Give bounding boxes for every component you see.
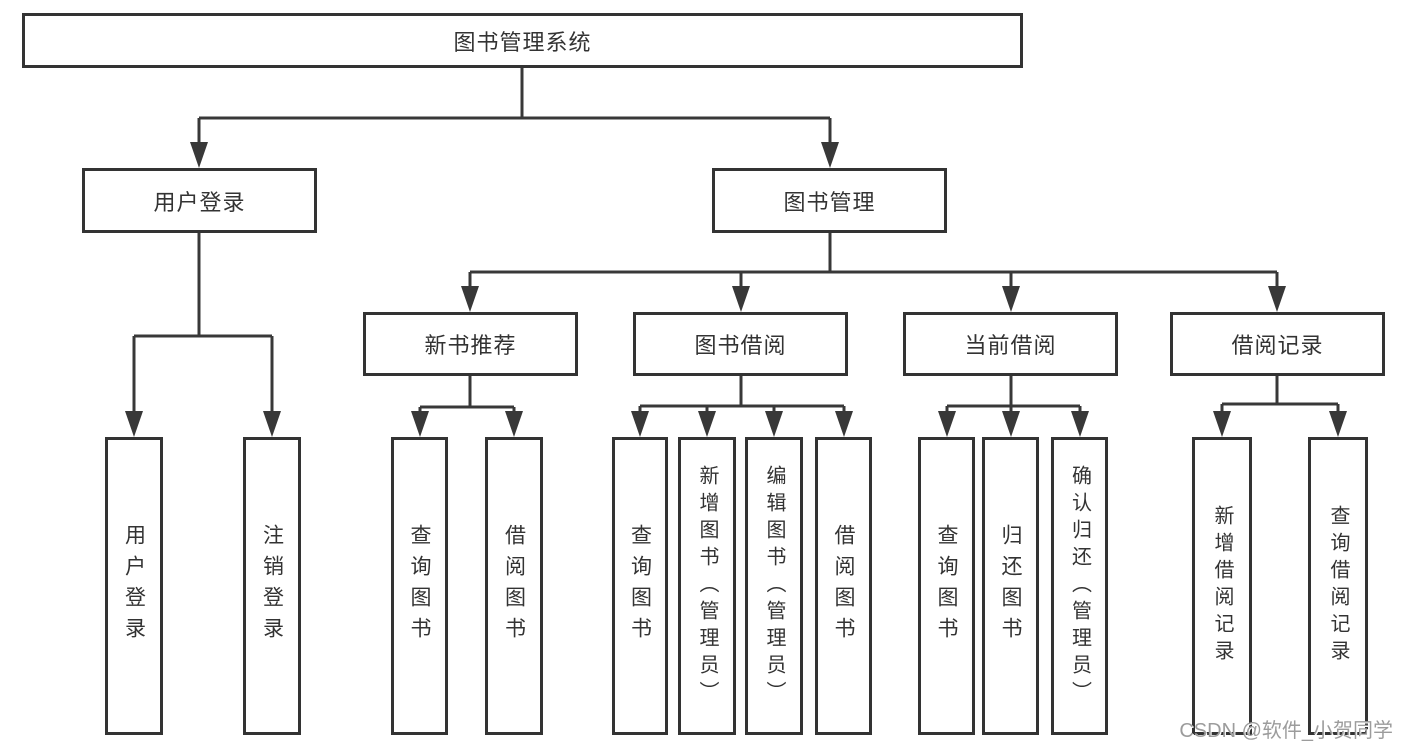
leaf-label: 新增借阅记录: [1211, 505, 1233, 667]
node-label: 新书推荐: [424, 333, 517, 358]
leaf-label: 借阅图书: [832, 524, 855, 648]
node-book-borrow: 图书借阅: [633, 312, 848, 376]
leaf-label: 归还图书: [999, 524, 1022, 648]
node-label: 用户登录: [153, 189, 246, 215]
leaf-label: 查询图书: [935, 524, 958, 648]
leaf-query-borrow-record: 查询借阅记录: [1308, 437, 1368, 735]
leaf-label: 查询图书: [628, 524, 652, 648]
leaf-add-borrow-record: 新增借阅记录: [1192, 437, 1252, 735]
leaf-label: 注销登录: [260, 524, 284, 648]
node-current-borrow: 当前借阅: [903, 312, 1118, 376]
leaf-user-login: 用户登录: [105, 437, 163, 735]
node-label: 图书管理系统: [453, 29, 592, 55]
leaf-borrow-books-recommend: 借阅图书: [485, 437, 543, 735]
leaf-label: 用户登录: [122, 524, 146, 648]
leaf-borrow-books-borrow: 借阅图书: [815, 437, 872, 735]
node-borrow-records: 借阅记录: [1170, 312, 1385, 376]
leaf-logout: 注销登录: [243, 437, 301, 735]
node-label: 借阅记录: [1231, 333, 1324, 358]
node-label: 图书管理: [783, 189, 876, 215]
node-new-book-recommend: 新书推荐: [363, 312, 578, 376]
node-label: 当前借阅: [964, 333, 1057, 358]
leaf-label: 确认归还（管理员）: [1068, 464, 1091, 708]
node-user-login: 用户登录: [82, 168, 317, 233]
node-label: 图书借阅: [694, 333, 787, 358]
leaf-label: 查询图书: [408, 524, 431, 648]
leaf-label: 编辑图书（管理员）: [763, 464, 785, 708]
leaf-return-book: 归还图书: [982, 437, 1039, 735]
leaf-query-books-current: 查询图书: [918, 437, 975, 735]
csdn-watermark: CSDN @软件_小贺同学: [1179, 720, 1393, 742]
leaf-edit-book-admin: 编辑图书（管理员）: [745, 437, 803, 735]
leaf-query-books-recommend: 查询图书: [391, 437, 448, 735]
leaf-label: 借阅图书: [502, 524, 526, 648]
leaf-label: 新增图书（管理员）: [696, 464, 718, 708]
leaf-query-books-borrow: 查询图书: [612, 437, 668, 735]
node-book-management: 图书管理: [712, 168, 947, 233]
leaf-label: 查询借阅记录: [1327, 505, 1349, 667]
leaf-confirm-return-admin: 确认归还（管理员）: [1051, 437, 1108, 735]
node-library-system-root: 图书管理系统: [22, 13, 1023, 68]
leaf-add-book-admin: 新增图书（管理员）: [678, 437, 736, 735]
